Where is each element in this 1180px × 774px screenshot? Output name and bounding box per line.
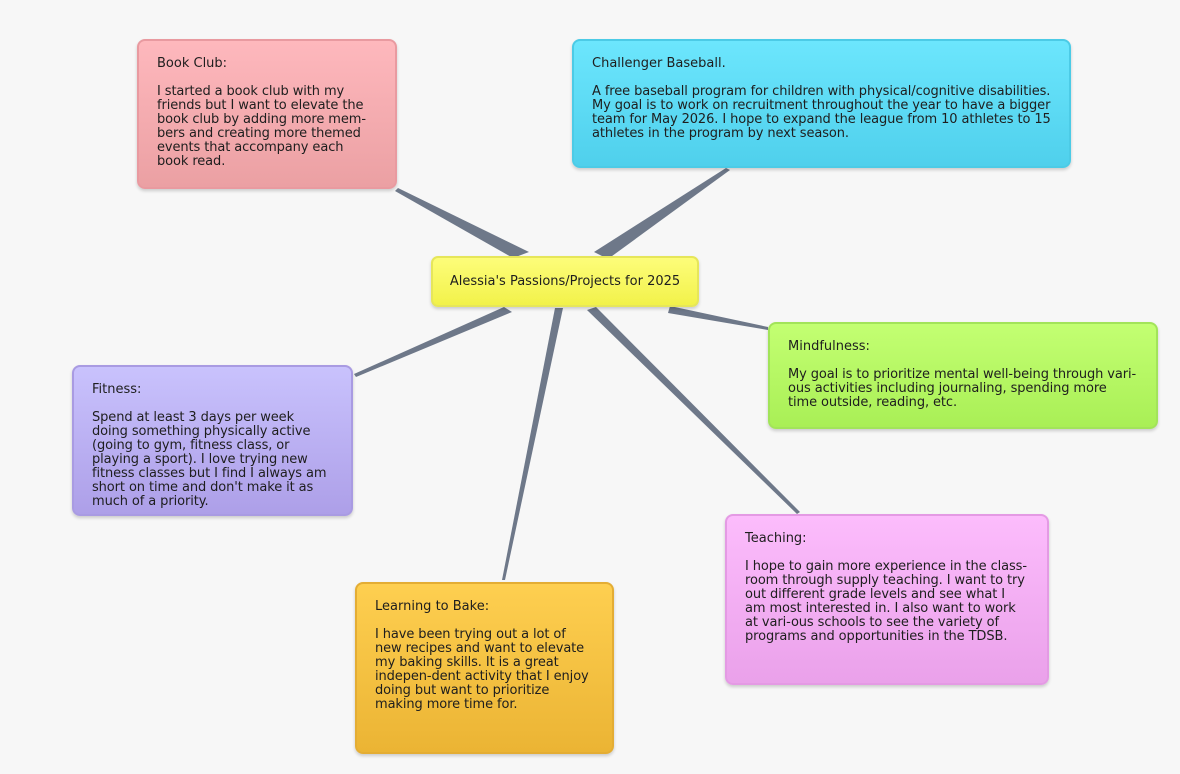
- topic-title: Fitness:: [92, 382, 142, 397]
- topic-body: I started a book club with my friends bu…: [157, 84, 366, 169]
- topic-fitness[interactable]: Fitness: Spend at least 3 days per week …: [72, 365, 353, 516]
- topic-challenger-baseball[interactable]: Challenger Baseball. A free baseball pro…: [572, 39, 1071, 168]
- connector-fitness: [354, 307, 512, 377]
- topic-learning-to-bake[interactable]: Learning to Bake: I have been trying out…: [355, 582, 614, 754]
- topic-title: Challenger Baseball.: [592, 56, 726, 71]
- connector-teaching: [587, 307, 800, 514]
- central-topic-label: Alessia's Passions/Projects for 2025: [449, 274, 681, 289]
- topic-teaching[interactable]: Teaching: I hope to gain more experience…: [725, 514, 1049, 685]
- connector-baseball: [594, 168, 730, 259]
- topic-title: Mindfulness:: [788, 339, 870, 354]
- topic-body: I hope to gain more experience in the cl…: [745, 559, 1027, 644]
- connector-book-club: [395, 188, 529, 258]
- topic-title: Book Club:: [157, 56, 228, 71]
- topic-body: I have been trying out a lot of new reci…: [375, 627, 589, 712]
- topic-title: Learning to Bake:: [375, 599, 490, 614]
- connector-baking: [502, 308, 563, 580]
- topic-body: A free baseball program for children wit…: [592, 84, 1051, 141]
- topic-body: Spend at least 3 days per week doing som…: [92, 410, 327, 509]
- topic-mindfulness[interactable]: Mindfulness: My goal is to prioritize me…: [768, 322, 1158, 429]
- topic-body: My goal is to prioritize mental well-bei…: [788, 367, 1137, 410]
- central-topic[interactable]: Alessia's Passions/Projects for 2025: [431, 256, 699, 307]
- topic-title: Teaching:: [745, 531, 807, 546]
- connector-mindfulness: [668, 306, 768, 330]
- topic-book-club[interactable]: Book Club: I started a book club with my…: [137, 39, 397, 189]
